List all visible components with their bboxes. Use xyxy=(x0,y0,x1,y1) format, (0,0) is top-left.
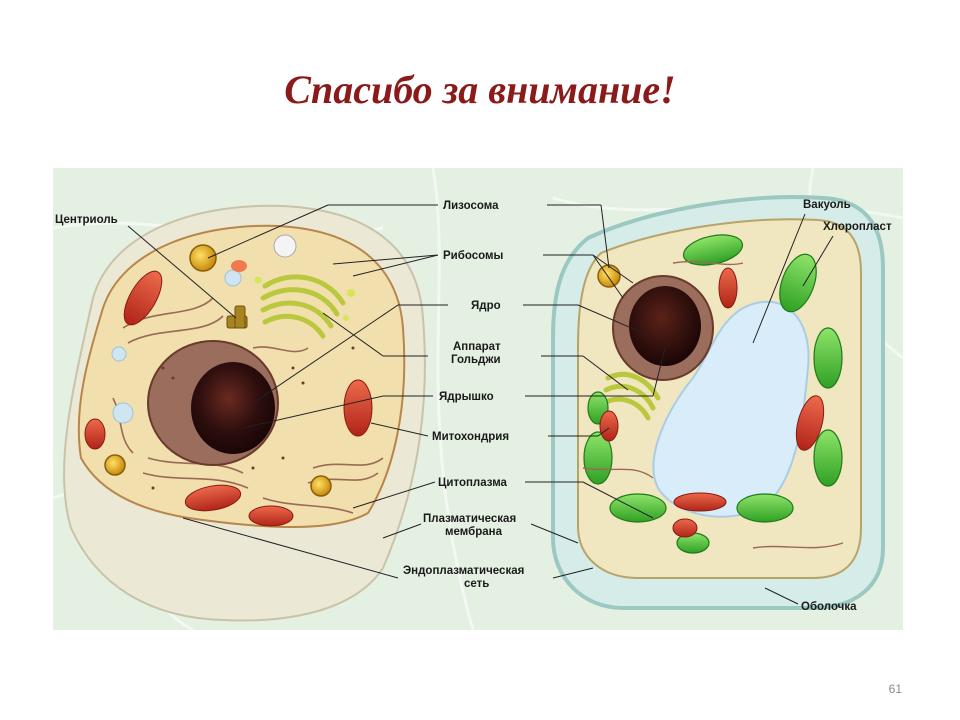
animal-mitochondria xyxy=(84,260,373,527)
label-vacuole: Вакуоль xyxy=(803,199,851,211)
animal-golgi xyxy=(260,274,346,339)
label-lysosome: Лизосома xyxy=(443,200,499,212)
plant-golgi xyxy=(603,371,661,421)
slide-title: Спасибо за внимание! xyxy=(284,67,676,112)
label-golgi-line1: Аппарат xyxy=(453,341,501,353)
label-nucleolus: Ядрышко xyxy=(439,391,494,403)
cell-diagram-svg: Центриоль Лизосома Рибосомы Ядро Аппарат… xyxy=(53,168,903,630)
golgi-vesicles xyxy=(254,276,355,321)
label-ribosomes: Рибосомы xyxy=(443,250,503,262)
plant-vacuole xyxy=(652,300,810,518)
label-membrane-line1: Плазматическая xyxy=(423,513,516,525)
plant-er xyxy=(582,260,844,549)
label-cell-wall: Оболочка xyxy=(801,601,857,613)
animal-lysosome-3 xyxy=(310,475,332,497)
animal-lysosome xyxy=(189,244,217,272)
animal-ribosomes xyxy=(151,346,355,490)
label-chloroplast: Хлоропласт xyxy=(823,221,892,233)
animal-cell xyxy=(63,204,426,622)
animal-lysosome-2 xyxy=(104,454,126,476)
plant-lysosome xyxy=(597,264,621,288)
label-mitochondria: Митохондрия xyxy=(432,431,509,443)
label-cytoplasm: Цитоплазма xyxy=(438,477,508,489)
plant-nucleolus xyxy=(629,286,701,366)
plant-cell xyxy=(551,195,885,610)
label-membrane-line2: мембрана xyxy=(445,526,503,538)
plant-mitochondria xyxy=(599,267,825,538)
label-nucleus: Ядро xyxy=(471,300,501,312)
label-er-line2: сеть xyxy=(464,578,489,590)
plant-chloroplasts xyxy=(583,234,843,554)
label-er-line1: Эндоплазматическая xyxy=(403,565,524,577)
animal-vesicles xyxy=(111,234,297,424)
leader-lines xyxy=(127,204,834,605)
label-centriole: Центриоль xyxy=(55,214,118,226)
label-golgi-line2: Гольджи xyxy=(451,354,501,366)
animal-centriole xyxy=(226,305,248,329)
page-number: 61 xyxy=(888,682,902,696)
cell-diagram: Центриоль Лизосома Рибосомы Ядро Аппарат… xyxy=(53,168,903,630)
animal-nucleolus xyxy=(191,362,275,454)
